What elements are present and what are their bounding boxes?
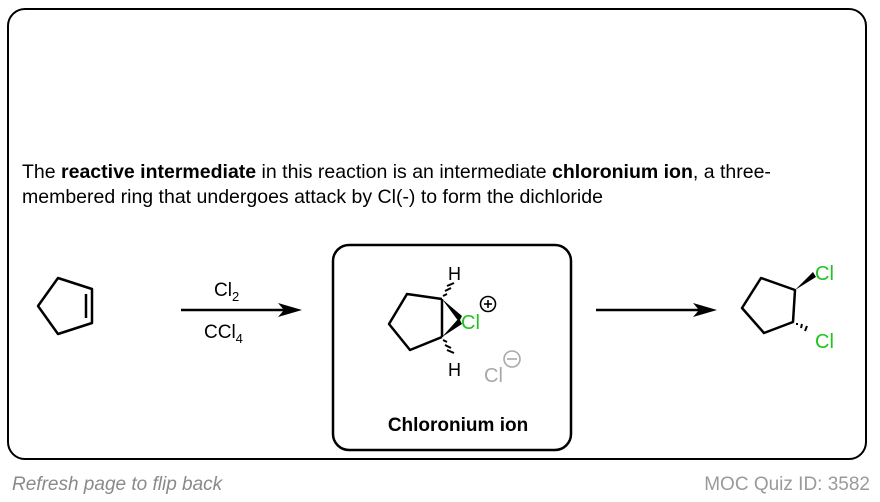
explanation-part: , a three-membered ring that undergoes a… — [22, 161, 771, 208]
hydrogen-top: H — [448, 264, 461, 284]
chloronium-structure — [387, 292, 444, 352]
hydrogen-bottom: H — [448, 360, 461, 380]
term-chloronium-ion: chloronium ion — [552, 161, 693, 183]
negative-charge-icon — [503, 350, 521, 368]
reagent-cl2: Cl2 — [214, 280, 239, 304]
explanation-text: The reactive intermediate in this reacti… — [22, 160, 852, 210]
chlorine-bottom: Cl — [815, 331, 834, 353]
hashed-bond-product — [796, 323, 808, 332]
dichloride-structure — [740, 276, 797, 335]
term-reactive-intermediate: reactive intermediate — [61, 161, 257, 183]
hashed-bond-top — [442, 282, 455, 297]
explanation-part: The — [22, 161, 62, 183]
wedge-bond — [442, 318, 462, 337]
flip-back-hint: Refresh page to flip back — [12, 474, 223, 495]
reaction-arrow-2 — [596, 303, 717, 317]
intermediate-box — [331, 243, 573, 452]
cyclopentene-structure — [36, 276, 94, 336]
reaction-arrow-1 — [181, 303, 302, 317]
hashed-bond-bottom — [442, 339, 455, 354]
quiz-id: MOC Quiz ID: 3582 — [704, 474, 870, 495]
intermediate-label: Chloronium ion — [388, 415, 528, 436]
counter-ion-chloride: Cl — [484, 365, 503, 387]
positive-charge-icon — [479, 295, 497, 313]
reagent-ccl4: CCl4 — [204, 322, 243, 346]
chlorine-ring: Cl — [461, 312, 480, 334]
wedge-bond — [795, 272, 816, 290]
wedge-bond — [442, 299, 462, 322]
explanation-part: in this reaction is an intermediate — [256, 161, 553, 183]
chlorine-top: Cl — [815, 263, 834, 285]
